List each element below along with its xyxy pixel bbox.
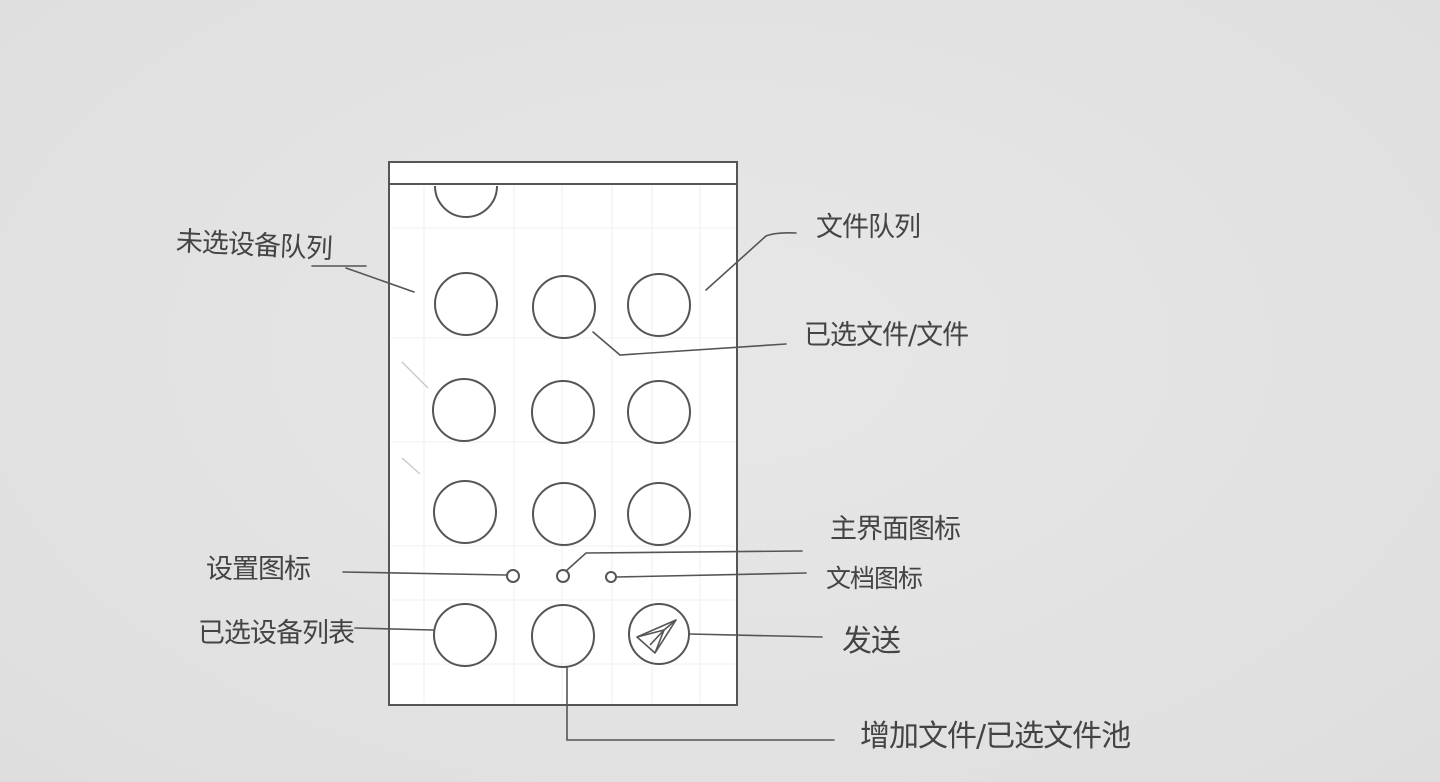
document-icon-label: 文档图标 [826, 564, 923, 593]
add-file-button[interactable] [531, 604, 595, 668]
device-circle[interactable] [434, 272, 498, 336]
unselected-devices-queue-label: 未选设备队列 [175, 226, 333, 266]
file-circle[interactable] [532, 482, 596, 546]
device-circle-partial[interactable] [434, 185, 498, 218]
document-icon[interactable] [605, 571, 617, 583]
leader-lines [311, 232, 835, 741]
file-circle[interactable] [532, 275, 596, 339]
file-circle[interactable] [627, 273, 691, 337]
file-circle[interactable] [627, 380, 691, 444]
faint-grid-inner [391, 186, 735, 703]
settings-icon[interactable] [506, 569, 520, 583]
faint-sketch-marks [401, 361, 429, 475]
paper-plane-icon [636, 619, 677, 654]
device-circle[interactable] [432, 378, 496, 442]
selected-devices-list-label: 已选设备列表 [198, 618, 355, 649]
file-queue-label: 文件队列 [816, 212, 921, 243]
selected-devices-button[interactable] [433, 603, 497, 667]
file-circle[interactable] [531, 380, 595, 444]
send-label: 发送 [842, 624, 901, 659]
settings-icon-label: 设置图标 [206, 554, 311, 585]
send-button[interactable] [628, 603, 690, 665]
selected-files-label: 已选文件/文件 [804, 320, 969, 351]
phone-frame [388, 161, 738, 706]
main-screen-icon-label: 主界面图标 [830, 514, 961, 545]
file-circle[interactable] [627, 482, 691, 546]
add-file-pool-label: 增加文件/已选文件池 [860, 719, 1131, 754]
device-circle[interactable] [433, 480, 497, 544]
main-screen-icon[interactable] [556, 569, 570, 583]
